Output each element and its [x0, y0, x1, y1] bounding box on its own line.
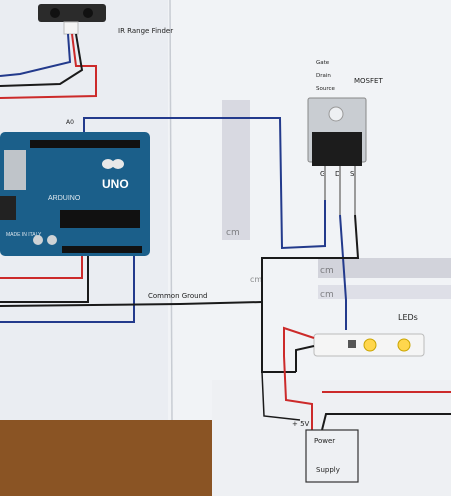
led-resistor — [348, 340, 356, 348]
ruler-strip-horizontal-2 — [318, 285, 451, 299]
arduino-wire-blue — [0, 256, 135, 323]
paper-sheet-bottom — [212, 380, 451, 496]
ir-sensor-body — [38, 4, 106, 22]
usb-port — [4, 150, 26, 190]
cm-mark: cm — [226, 228, 240, 238]
mosfet-pin-letter: G — [320, 170, 325, 178]
analog-header — [62, 246, 142, 253]
sensor-wire-blue — [0, 33, 72, 77]
infinity-logo-left — [102, 159, 114, 169]
mosfet-package — [312, 132, 362, 166]
power-supply-label-line2: Supply — [316, 466, 340, 474]
ir-sensor — [38, 4, 106, 35]
mosfet-label: MOSFET — [354, 77, 383, 85]
supply-ground-wire — [261, 371, 301, 421]
paper-fold — [169, 0, 173, 421]
common-ground-wire — [0, 301, 263, 307]
plus-5v-label: + 5V — [292, 420, 310, 428]
sensor-wire-red — [0, 33, 97, 99]
source-wire — [261, 214, 360, 373]
atmega-chip — [60, 210, 140, 228]
mosfet: G D S — [307, 97, 367, 215]
led — [363, 338, 377, 352]
mosfet-pin-source-label: Source — [316, 86, 336, 92]
led — [397, 338, 411, 352]
ruler-background — [222, 100, 451, 299]
common-ground-label: Common Ground — [148, 292, 208, 300]
led-positive-wire — [283, 326, 315, 356]
supply-ground-rail — [321, 413, 451, 431]
capacitor — [33, 235, 43, 245]
sensor-wire-black — [0, 33, 84, 87]
ir-emitter — [50, 8, 60, 18]
a0-label: A0 — [66, 119, 74, 126]
ruler-strip-horizontal — [318, 258, 451, 278]
cm-mark: cm — [250, 275, 262, 284]
arduino-uno-label: UNO — [102, 177, 129, 191]
leds-label: LEDs — [398, 313, 418, 322]
led-strip — [313, 333, 425, 357]
made-in-italy-label: MADE IN ITALY — [6, 232, 42, 238]
ir-connector — [63, 21, 79, 35]
paper-sheet-right — [168, 0, 451, 420]
arduino-brand-label: ARDUINO — [48, 195, 81, 202]
cm-marks: cm cm cm cm — [226, 228, 334, 300]
arduino-gnd-wire — [0, 256, 89, 303]
mosfet-pin-letter: D — [335, 170, 340, 178]
led-negative-wire — [295, 345, 315, 372]
mosfet-mount-hole — [328, 106, 344, 122]
digital-header — [30, 140, 140, 148]
cm-mark: cm — [320, 266, 334, 276]
mosfet-pin-letter: S — [350, 170, 355, 178]
mosfet-pin-drain-label: Drain — [316, 73, 331, 79]
infinity-logo-right — [112, 159, 124, 169]
power-supply-box — [305, 429, 359, 483]
power-jack — [0, 196, 16, 220]
drain-wire — [339, 214, 347, 330]
power-supply-label-line1: Power — [314, 437, 335, 445]
mosfet-pin-gate-label: Gate — [316, 60, 330, 66]
arduino-5v-wire — [0, 256, 83, 279]
ruler-strip-vertical — [222, 100, 250, 240]
gate-wire — [83, 117, 326, 250]
ir-receiver — [83, 8, 93, 18]
ir-sensor-label: IR Range Finder — [118, 27, 173, 35]
supply-positive-wire — [283, 355, 313, 430]
arduino-uno: UNO ARDUINO MADE IN ITALY — [0, 132, 150, 256]
cm-mark: cm — [320, 290, 334, 300]
capacitor — [47, 235, 57, 245]
